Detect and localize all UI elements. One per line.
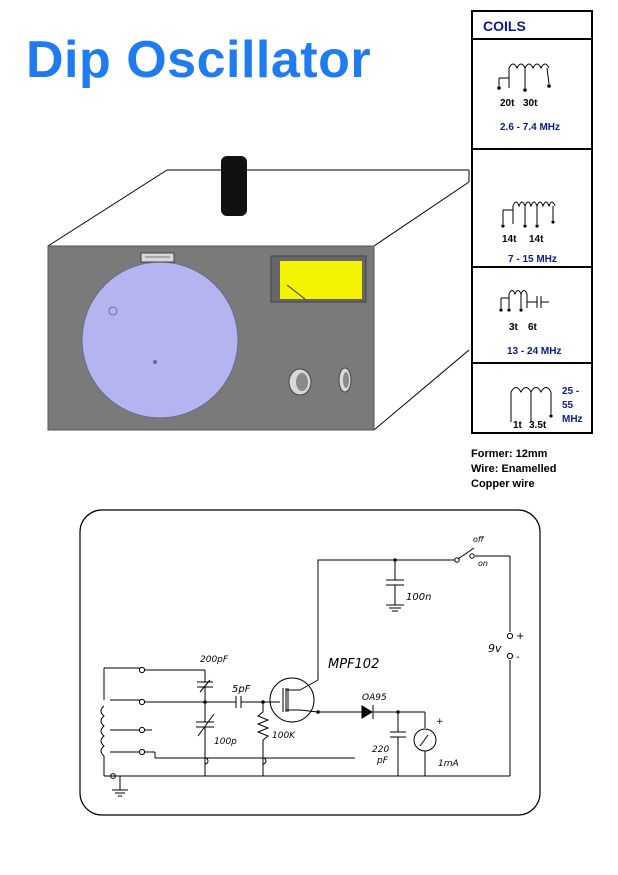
- page-title: Dip Oscillator: [26, 31, 372, 89]
- coil-row-1: 20t 30t 2.6 - 7.4 MHz: [473, 40, 591, 150]
- coil-4-turns-b: 3.5t: [529, 420, 547, 431]
- coil-row-2: 14t 14t 7 - 15 MHz: [473, 150, 591, 268]
- coil-1-range: 2.6 - 7.4 MHz: [500, 122, 561, 133]
- vc-100p-label: 100p: [214, 737, 237, 747]
- meter-needle: [286, 284, 306, 300]
- coil-1-turns-a: 20t: [500, 98, 515, 109]
- dial-center: [153, 360, 157, 364]
- coil-4-turns-a: 1t: [513, 420, 522, 431]
- coil-3-turns-a: 3t: [509, 322, 518, 333]
- schematic-frame: [79, 509, 541, 816]
- device-illustration: [47, 156, 470, 431]
- res-100k-label: 100K: [272, 731, 296, 741]
- coil-2-range: 7 - 15 MHz: [508, 254, 557, 265]
- battery-label: 9v: [488, 642, 502, 655]
- switch-on-label: on: [478, 559, 488, 568]
- coil-drawing-1: [497, 63, 551, 92]
- coil-3-turns-b: 6t: [528, 322, 537, 333]
- wire-note: Wire: Enamelled: [471, 463, 557, 475]
- cap-200pf-label: 200pF: [200, 655, 229, 665]
- coil-4-range-line1: 25 -: [562, 386, 580, 397]
- battery-minus-label: -: [516, 652, 520, 663]
- former-note: Former: 12mm: [471, 448, 548, 460]
- coil-row-4: 1t 3.5t 25 - 55 MHz: [473, 364, 591, 434]
- coil-drawing-4: [510, 387, 553, 422]
- meter-face: [280, 261, 362, 299]
- coil-2-turns-b: 14t: [529, 234, 544, 245]
- coil-4-range-line2: 55: [562, 400, 574, 411]
- coil-plug: [221, 156, 247, 216]
- coils-table: COILS 20t 30t 2.6 - 7.4 MHz: [471, 10, 593, 434]
- coil-row-3: 3t 6t 13 - 24 MHz: [473, 268, 591, 364]
- coil-drawing-2: [501, 201, 556, 228]
- enclosure-outline: [47, 169, 470, 431]
- coils-header: COILS: [473, 12, 591, 40]
- meter-label: 1mA: [438, 759, 459, 769]
- cap-220-label: 220: [372, 745, 389, 755]
- copper-note: Copper wire: [471, 478, 535, 490]
- meter-plus-label: +: [436, 717, 444, 727]
- coil-4-range-line3: MHz: [562, 414, 583, 425]
- coil-3-range: 13 - 24 MHz: [507, 346, 562, 357]
- coil-2-turns-a: 14t: [502, 234, 517, 245]
- cap-100n-label: 100n: [406, 592, 431, 603]
- coil-drawing-3: [499, 290, 549, 312]
- cap-5pf-label: 5pF: [232, 684, 251, 695]
- diode-label: OA95: [362, 693, 387, 703]
- transistor-label: MPF102: [328, 657, 379, 672]
- cap-pf-label: pF: [376, 756, 389, 766]
- coil-notes: Former: 12mm Wire: Enamelled Copper wire: [471, 447, 556, 492]
- battery-plus-label: +: [516, 631, 524, 642]
- switch-off-label: off: [473, 535, 485, 544]
- coil-1-turns-b: 30t: [523, 98, 538, 109]
